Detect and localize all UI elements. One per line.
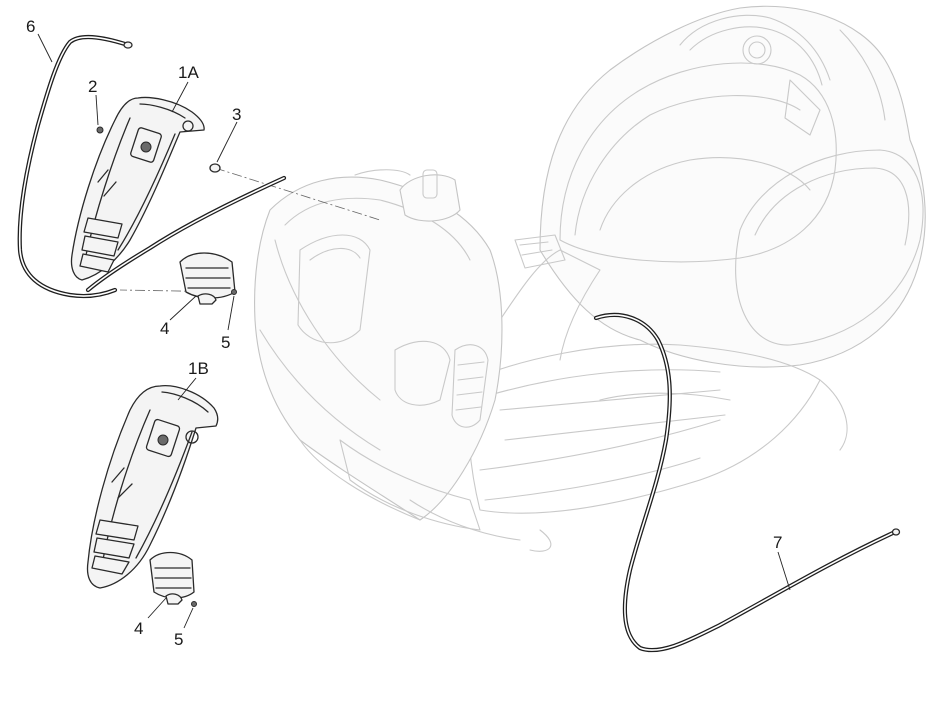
part-4-grille-upper <box>169 252 236 321</box>
part-5-screw-upper <box>227 289 237 331</box>
part-7-edge-seal <box>593 312 901 653</box>
part-5-screw-lower <box>183 601 197 629</box>
part-4-grille-lower <box>147 551 195 619</box>
part-6-edge-seal <box>17 34 133 299</box>
callout-7: 7 <box>773 533 782 552</box>
leader-1a <box>171 81 189 113</box>
scooter-body-ghost <box>254 5 926 552</box>
leader-6 <box>37 33 53 63</box>
part-3-clip <box>209 121 238 173</box>
callout-1a: 1A <box>178 63 199 82</box>
part-1a-shield-cover <box>70 96 205 281</box>
part-1b-shield-cover <box>86 377 219 589</box>
part-2-screw <box>95 94 104 134</box>
part-6-seal-run <box>85 175 287 293</box>
callout-1b: 1B <box>188 359 209 378</box>
callout-4-lower: 4 <box>134 619 143 638</box>
callout-4-upper: 4 <box>160 319 169 338</box>
callout-5-lower: 5 <box>174 630 183 649</box>
callout-2: 2 <box>88 77 97 96</box>
callout-5-upper: 5 <box>221 333 230 352</box>
callout-6: 6 <box>26 17 35 36</box>
callout-3: 3 <box>232 105 241 124</box>
